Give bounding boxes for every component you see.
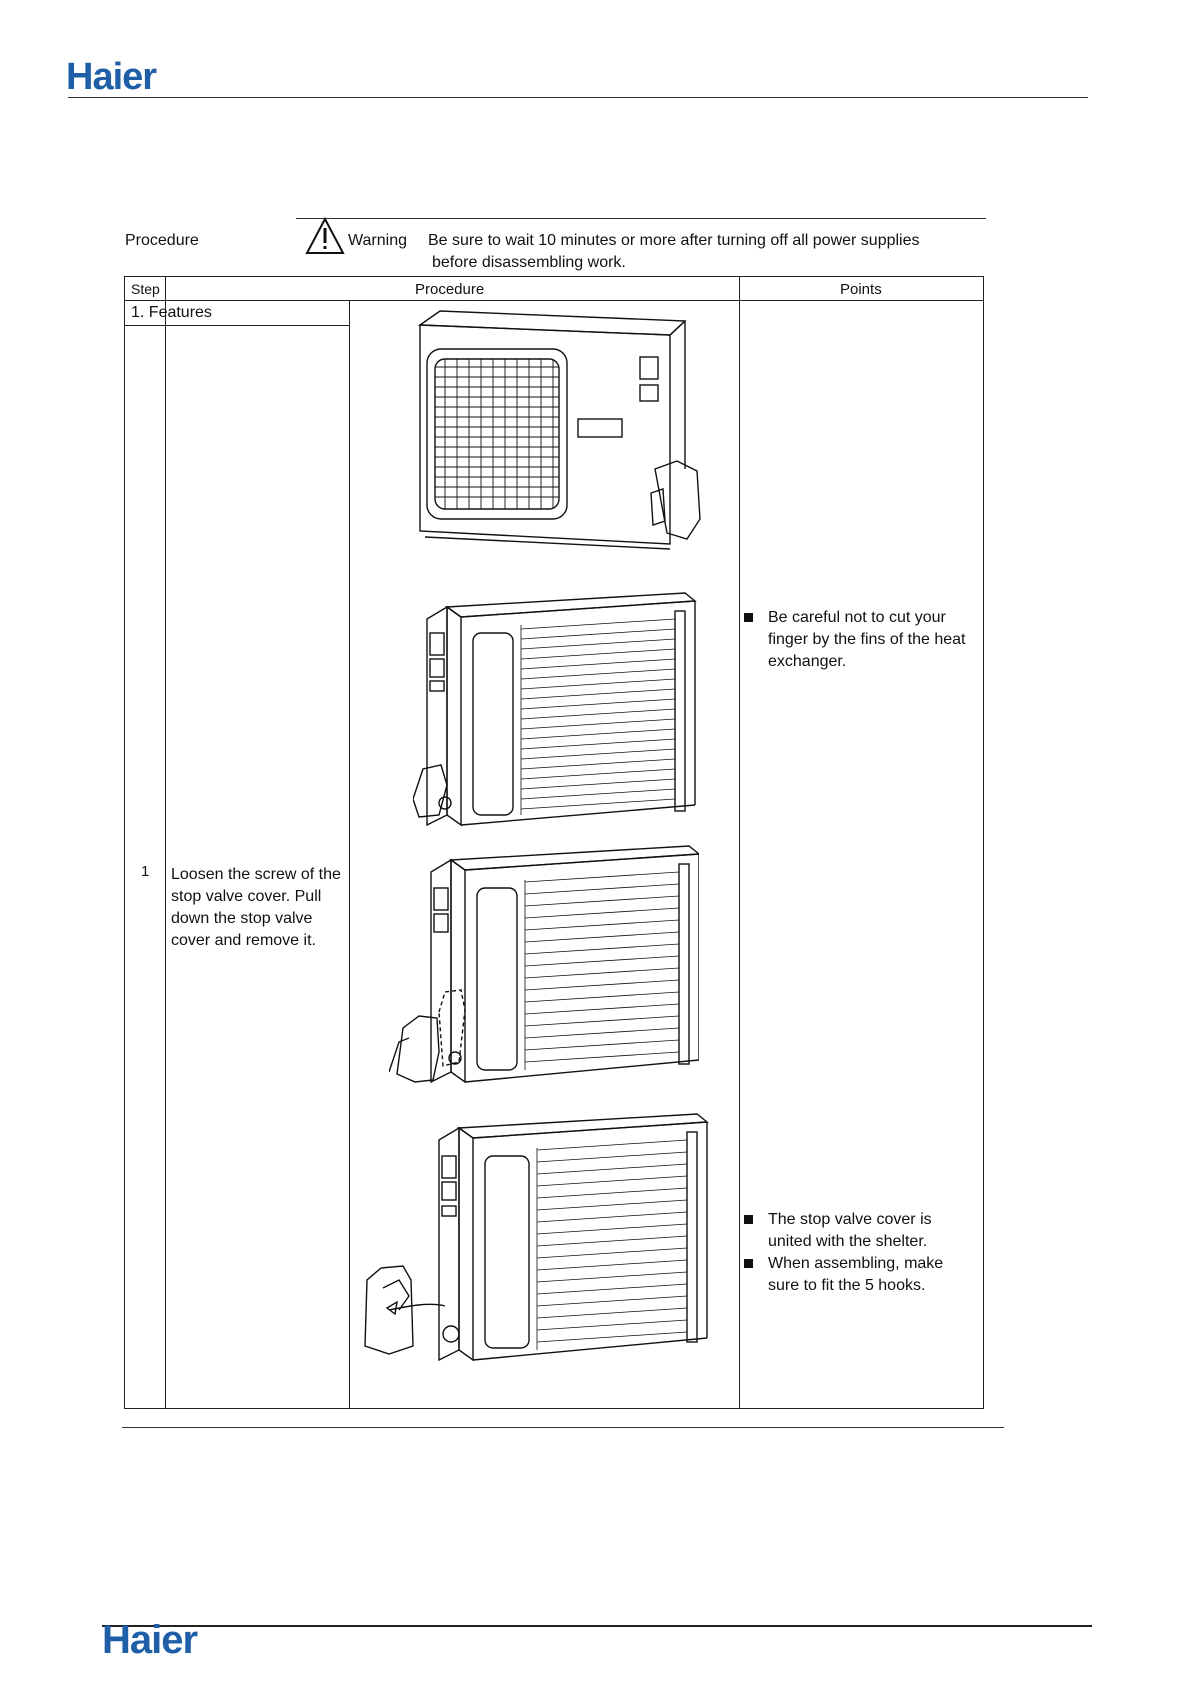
point-item: Be careful not to cut your finger by the…: [744, 607, 974, 673]
section-title: 1. Features: [131, 304, 212, 321]
stop-valve-cover-pull-icon: [389, 845, 699, 1084]
procedure-table: Step Procedure Points 1. Features 1 Loos…: [124, 276, 984, 1409]
col-divider-points: [739, 277, 740, 1408]
header-row-rule: [125, 300, 983, 301]
points-group-b: The stop valve cover is united with the …: [744, 1209, 974, 1297]
step-text: Loosen the screw of the stop valve cover…: [171, 866, 341, 949]
stop-valve-cover-removed-icon: [364, 1113, 709, 1362]
warning-text-line2: before disassembling work.: [432, 254, 626, 271]
haier-logo-bottom: Haier: [102, 1618, 198, 1662]
haier-logo-top: Haier: [66, 56, 157, 98]
section-row-rule: [125, 325, 349, 326]
square-bullet-icon: [744, 613, 753, 622]
points-group-a: Be careful not to cut your finger by the…: [744, 607, 974, 673]
header-points: Points: [840, 281, 882, 298]
outdoor-unit-rear-icon: [413, 592, 697, 827]
footer-rule: [102, 1625, 1092, 1627]
procedure-heading: Procedure: [125, 232, 199, 249]
warning-text-line1: Be sure to wait 10 minutes or more after…: [428, 232, 920, 249]
col-divider-text: [349, 301, 350, 1408]
outdoor-unit-front-icon: [417, 310, 701, 550]
header-step: Step: [131, 281, 160, 297]
table-bottom-rule: [122, 1427, 1004, 1428]
step-number: 1: [141, 863, 150, 880]
point-item: The stop valve cover is united with the …: [744, 1209, 974, 1253]
header-rule: [68, 97, 1088, 98]
warning-rule: [296, 218, 986, 219]
point-item: When assembling, make sure to fit the 5 …: [744, 1253, 974, 1297]
col-divider-step: [165, 277, 166, 1408]
warning-triangle-icon: [305, 217, 345, 254]
square-bullet-icon: [744, 1215, 753, 1224]
square-bullet-icon: [744, 1259, 753, 1268]
warning-label: Warning: [348, 232, 407, 249]
header-procedure: Procedure: [415, 281, 485, 298]
